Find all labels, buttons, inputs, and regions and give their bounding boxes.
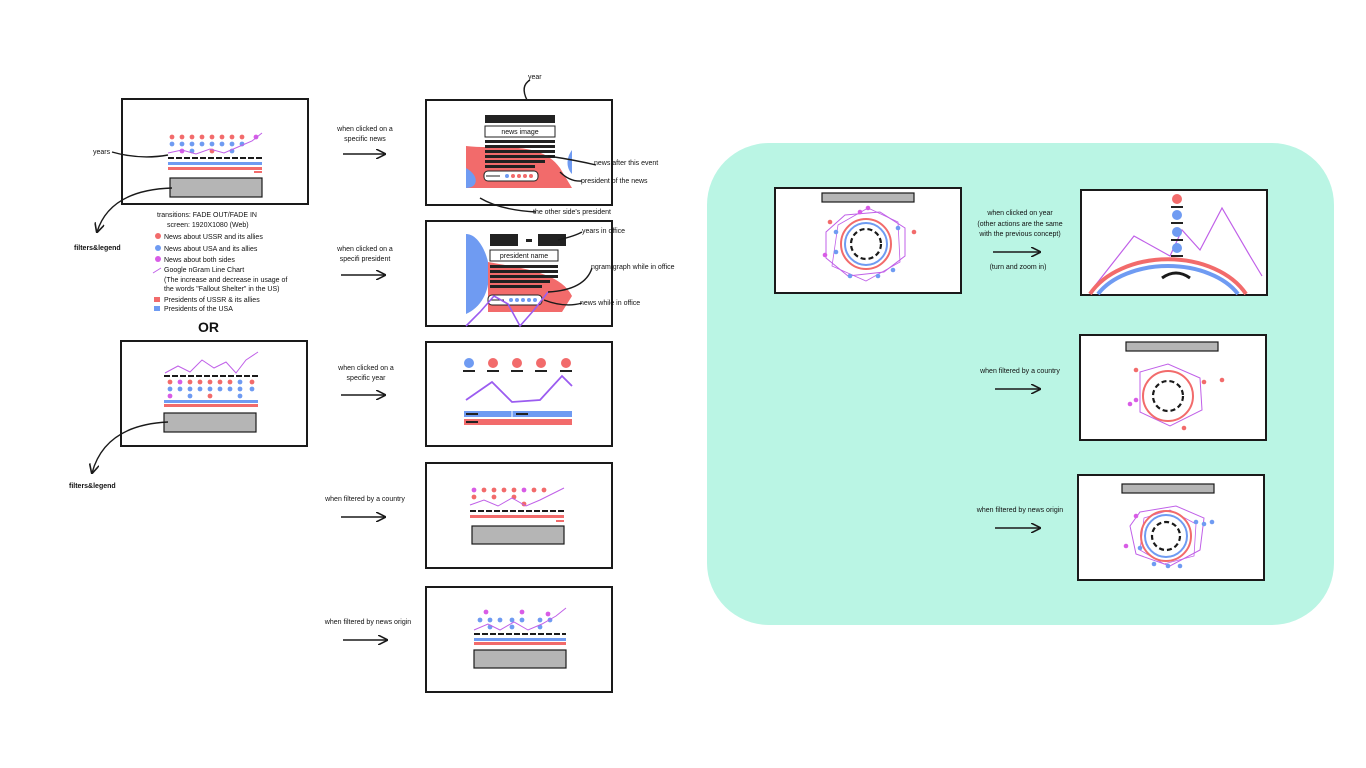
radial-zoomed-frame xyxy=(1080,189,1268,296)
transition-filtered-origin: when filtered by news origin xyxy=(324,619,411,626)
frame1-dots xyxy=(169,134,259,154)
label-president-of-news: president of the news xyxy=(581,178,648,185)
c2-transition-clicked-year-line1: when clicked on year xyxy=(986,210,1053,217)
transition-clicked-president-line2: specifi president xyxy=(340,256,391,263)
news-detail-frame: news image xyxy=(425,99,613,206)
label-filters-legend-1: filters&legend xyxy=(74,245,121,252)
legend-item-ussr-presidents: Presidents of USSR & its allies xyxy=(164,297,260,304)
c2-transition-filtered-origin: when filtered by news origin xyxy=(976,507,1063,514)
legend-screen: screen: 1920X1080 (Web) xyxy=(167,222,249,229)
legend-item-usa-news: News about USA and its allies xyxy=(164,246,258,253)
legend-item-ussr-news: News about USSR and its allies xyxy=(164,234,263,241)
transition-clicked-year-line1: when clicked on a xyxy=(337,365,394,372)
legend-item-ngram: Google nGram Line Chart xyxy=(164,267,244,274)
legend: transitions: FADE OUT/FADE IN screen: 19… xyxy=(152,212,287,313)
c2-transition-clicked-year-line3: with the previous concept) xyxy=(978,231,1060,238)
transition-clicked-president-line1: when clicked on a xyxy=(336,246,393,253)
radial-filtered-origin-frame xyxy=(1077,474,1265,581)
c2-transition-turn-zoom: (turn and zoom in) xyxy=(990,264,1047,271)
transition-clicked-news-line1: when clicked on a xyxy=(336,126,393,133)
legend-item-both-news: News about both sides xyxy=(164,257,235,264)
c2-transition-clicked-year-line2: (other actions are the same xyxy=(977,221,1062,228)
radial-main-frame xyxy=(774,187,962,294)
transition-clicked-news-line2: specific news xyxy=(344,136,386,143)
main-screen-frame-1 xyxy=(121,98,309,205)
main-screen-frame-2 xyxy=(120,340,308,447)
c2-transition-filtered-country: when filtered by a country xyxy=(979,368,1060,375)
transition-clicked-year-line2: specific year xyxy=(347,375,387,382)
label-news-while-office: news while in office xyxy=(580,300,640,307)
year-detail-frame xyxy=(425,341,613,447)
news-image-label: news image xyxy=(501,129,538,136)
radial-filtered-country-frame xyxy=(1079,334,1267,441)
label-year: year xyxy=(528,74,542,81)
label-filters-legend-2: filters&legend xyxy=(69,483,116,490)
label-news-after-event: news after this event xyxy=(594,160,658,167)
legend-item-ngram-desc-1: (The increase and decrease in usage of xyxy=(164,277,287,284)
transition-filtered-country: when filtered by a country xyxy=(324,496,405,503)
legend-item-ngram-desc-2: the words "Fallout Shelter" in the US) xyxy=(164,286,279,293)
legend-item-usa-presidents: Presidents of the USA xyxy=(164,306,233,313)
label-other-side-president: the other side's president xyxy=(533,209,611,216)
label-years-in-office: years in office xyxy=(582,228,625,235)
filtered-origin-frame xyxy=(425,586,613,693)
label-ngram-while-office: ngram graph while in office xyxy=(591,264,675,271)
label-years: years xyxy=(93,149,111,156)
filtered-country-frame xyxy=(425,462,613,569)
president-name-label: president name xyxy=(500,253,548,260)
or-label: OR xyxy=(198,319,219,335)
legend-transitions: transitions: FADE OUT/FADE IN xyxy=(157,212,257,219)
president-detail-frame: president name xyxy=(425,220,613,328)
